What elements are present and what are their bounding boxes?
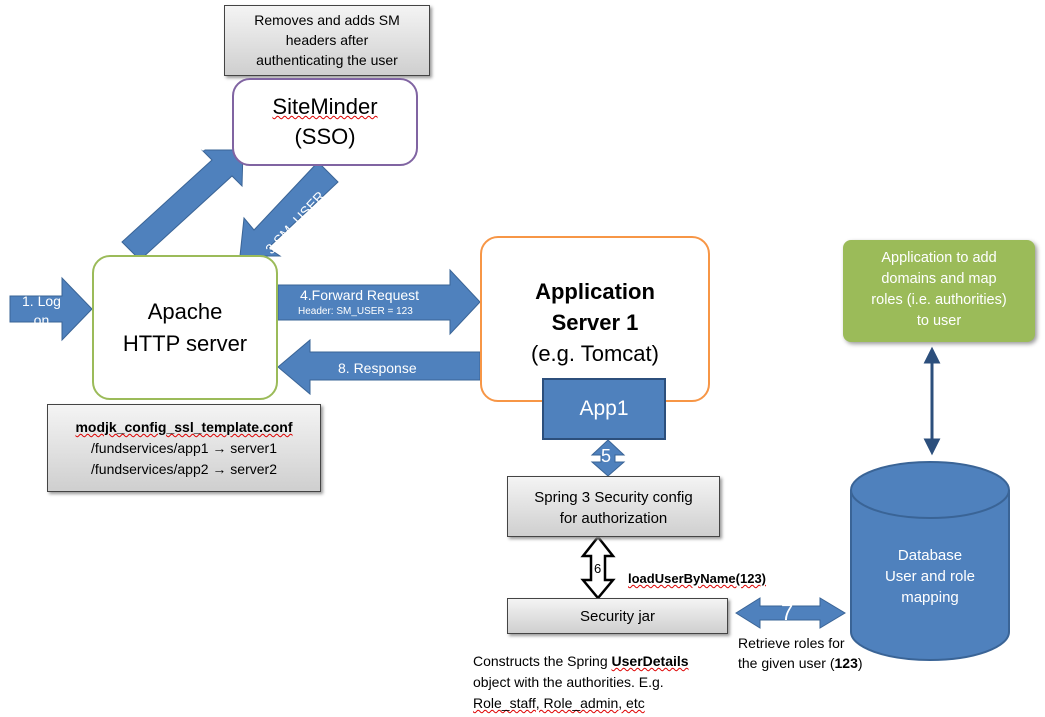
note-line: headers after [285,32,369,48]
app-server-line1: Application [535,279,655,304]
database-cylinder [850,461,1010,661]
step1-label: 1. Log on [22,292,61,330]
database-line: mapping [901,589,959,606]
modjk-config-box: modjk_config_ssl_template.conf /fundserv… [47,404,321,492]
apache-line2: HTTP server [122,330,248,356]
step7-arrow [735,597,846,629]
admin-app-line: Application to add [881,250,997,266]
retrieve-prefix: the given user ( [738,655,835,671]
retrieve-line1: Retrieve roles for [738,635,845,651]
database-line: User and role [884,568,976,585]
conf-title: modjk_config_ssl_template.conf [75,419,293,435]
apache-line1: Apache [147,298,223,324]
step8-label: 8. Response [338,360,417,376]
database-label: Database User and role mapping [851,545,1009,608]
app1-box: App1 [542,378,666,440]
app-server-box: Application Server 1 (e.g. Tomcat) [480,236,710,402]
db-link-arrow [923,346,941,456]
admin-app-line: to user [916,313,962,329]
app-server-line3: (e.g. Tomcat) [531,341,659,366]
step4-header-label: Header: SM_USER = 123 [298,306,413,317]
authenticate-arrow [121,149,244,261]
spring-config-line2: for authorization [559,510,668,527]
retrieve-line2: the given user (123) [738,653,863,673]
conf-line1: /fundservices/app1 → server1 [91,440,277,456]
constructs-prefix: Constructs the Spring [473,653,612,669]
siteminder-box: SiteMinder (SSO) [232,78,418,166]
note-line: authenticating the user [256,52,398,68]
admin-application-box: Application to add domains and map roles… [843,240,1035,342]
conf-line2: /fundservices/app2 → server2 [91,461,277,477]
note-line: Removes and adds SM [254,12,400,28]
spring-config-line1: Spring 3 Security config [534,489,693,506]
app-server-line2: Server 1 [551,310,639,335]
step7-label: 7 [781,600,794,625]
constructs-bold: UserDetails [611,653,689,669]
load-user-label: loadUserByName(123) [628,571,767,586]
forward-request-arrow [277,268,481,336]
admin-app-line: roles (i.e. authorities) [871,292,1007,308]
step4-label: 4.Forward Request [300,287,420,303]
siteminder-title: SiteMinder [272,94,378,119]
logon-arrow [9,276,93,342]
retrieve-suffix: ) [857,655,863,671]
constructs-line1: Constructs the Spring UserDetails [473,651,689,672]
retrieve-bold: 123 [834,655,858,671]
constructs-line3: Role_staff, Role_admin, etc [473,695,645,711]
step5-label: 5 [601,446,612,466]
spring-config-box: Spring 3 Security config for authorizati… [507,476,720,537]
admin-app-line: domains and map [881,271,997,287]
step6-label: 6 [594,561,602,576]
retrieve-roles-label: Retrieve roles for the given user (123) [738,633,863,673]
step1-line: 1. Log [22,293,61,309]
apache-box: Apache HTTP server [92,255,278,400]
response-arrow [277,338,481,396]
constructs-line2: object with the authorities. E.g. [473,674,664,690]
step1-line: on [33,312,50,328]
sm-user-arrow [239,161,339,257]
siteminder-note: Removes and adds SM headers after authen… [224,5,430,76]
security-jar-box: Security jar [507,598,728,634]
siteminder-subtitle: (SSO) [294,124,356,149]
constructs-label: Constructs the Spring UserDetails object… [473,651,689,714]
database-line: Database [897,547,963,564]
